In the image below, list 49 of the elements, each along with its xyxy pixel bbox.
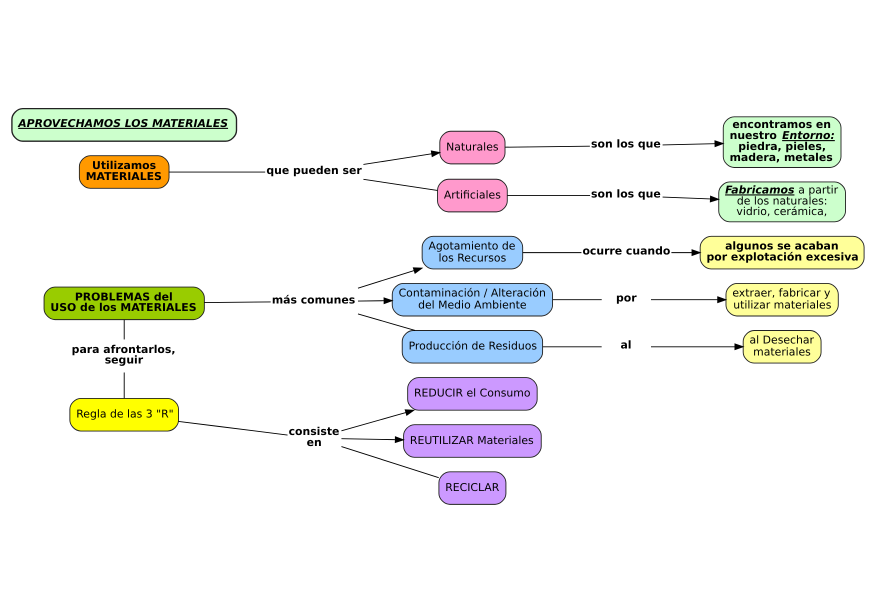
- node-box: RECICLAR: [438, 470, 506, 504]
- node-box: Agotamiento de los Recursos: [422, 235, 524, 269]
- connector: [340, 446, 440, 478]
- node-text: ocurre cuando: [582, 244, 670, 258]
- arrow: [670, 248, 702, 256]
- node-text: para afrontarlos, seguir: [72, 342, 176, 366]
- node-text: por: [616, 291, 637, 304]
- arrow: [340, 408, 416, 431]
- node-box: Regla de las 3 "R": [69, 397, 179, 431]
- arrow: [358, 266, 424, 288]
- connector: [522, 252, 582, 253]
- arrow: [662, 194, 720, 202]
- node-box: Fabricamos a partir de los naturales: vidrio, cerámica,: [718, 181, 846, 222]
- arrow: [362, 150, 442, 164]
- arrow: [662, 140, 725, 147]
- node-box: al Desechar materiales: [742, 330, 822, 364]
- arrow: [650, 342, 744, 350]
- node-box: extraer, fabricar y utilizar materiales: [726, 282, 839, 316]
- node-box: encontramos en nuestro Entorno: piedra, pieles, madera, metales: [722, 116, 842, 168]
- node-box: PROBLEMAS del USO de los MATERIALES: [44, 286, 205, 320]
- connector: [542, 346, 602, 347]
- node-box: REUTILIZAR Materiales: [403, 424, 542, 458]
- connector: [124, 318, 125, 340]
- node-box: Producción de Residuos: [402, 330, 544, 364]
- arrow: [650, 296, 728, 303]
- node-box: Utilizamos MATERIALES: [78, 154, 170, 188]
- node-text: al: [620, 338, 632, 352]
- node-box: Artificiales: [437, 178, 508, 212]
- node-box: algunos se acaban por explotación excesiva: [700, 235, 865, 269]
- connector: [178, 420, 288, 435]
- node-box: APROVECHAMOS LOS MATERIALES: [11, 107, 238, 142]
- node-text: son los que: [591, 137, 661, 150]
- connector: [204, 300, 272, 303]
- arrow: [358, 296, 394, 304]
- connector: [358, 312, 416, 330]
- connector: [362, 178, 438, 190]
- node-text: consiste en: [288, 424, 340, 449]
- connector: [168, 171, 266, 172]
- connector: [552, 298, 602, 300]
- node-text: que pueden ser: [266, 163, 362, 176]
- connector: [504, 145, 590, 148]
- connector: [507, 194, 591, 196]
- node-text: más comunes: [272, 292, 356, 306]
- node-box: Naturales: [439, 130, 506, 164]
- connector: [124, 372, 125, 398]
- node-box: REDUCIR el Consumo: [407, 376, 538, 410]
- node-text: son los que: [591, 186, 661, 200]
- node-box: Contaminación / Alteración del Medio Ambiente: [392, 282, 554, 316]
- arrow: [340, 436, 405, 443]
